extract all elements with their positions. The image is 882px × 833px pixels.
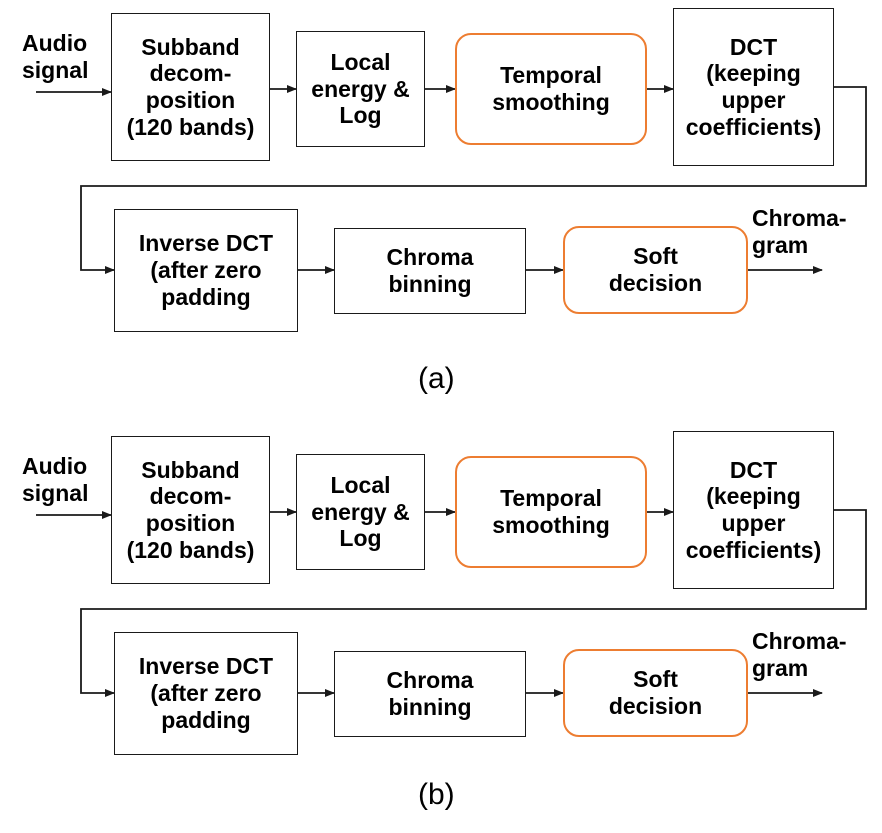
wrap-connector — [80, 509, 867, 697]
block-temporal-smoothing: Temporal smoothing — [455, 33, 647, 145]
output-label: Chroma- gram — [752, 628, 847, 681]
output-label: Chroma- gram — [752, 205, 847, 258]
block-inverse-dct: Inverse DCT (after zero padding — [114, 209, 298, 332]
block-temporal-smoothing: Temporal smoothing — [455, 456, 647, 568]
diagram-panel-b: Audio signal Subband decom- position (12… — [0, 423, 882, 833]
block-local-energy-log: Local energy & Log — [296, 31, 425, 147]
block-chroma-binning: Chroma binning — [334, 228, 526, 314]
block-subband-decomposition: Subband decom- position (120 bands) — [111, 13, 270, 161]
panel-caption: (b) — [418, 778, 455, 811]
block-soft-decision: Soft decision — [563, 649, 748, 737]
block-chroma-binning: Chroma binning — [334, 651, 526, 737]
block-subband-decomposition: Subband decom- position (120 bands) — [111, 436, 270, 584]
block-dct: DCT (keeping upper coefficients) — [673, 431, 834, 589]
block-local-energy-log: Local energy & Log — [296, 454, 425, 570]
diagram-panel-a: Audio signal Subband decom- position (12… — [0, 0, 882, 410]
input-label: Audio signal — [22, 30, 89, 83]
input-label: Audio signal — [22, 453, 89, 506]
connector-arrows — [36, 85, 867, 274]
connector-arrows — [36, 508, 867, 697]
panel-caption: (a) — [418, 362, 455, 395]
block-inverse-dct: Inverse DCT (after zero padding — [114, 632, 298, 755]
block-dct: DCT (keeping upper coefficients) — [673, 8, 834, 166]
block-soft-decision: Soft decision — [563, 226, 748, 314]
wrap-connector — [80, 86, 867, 274]
